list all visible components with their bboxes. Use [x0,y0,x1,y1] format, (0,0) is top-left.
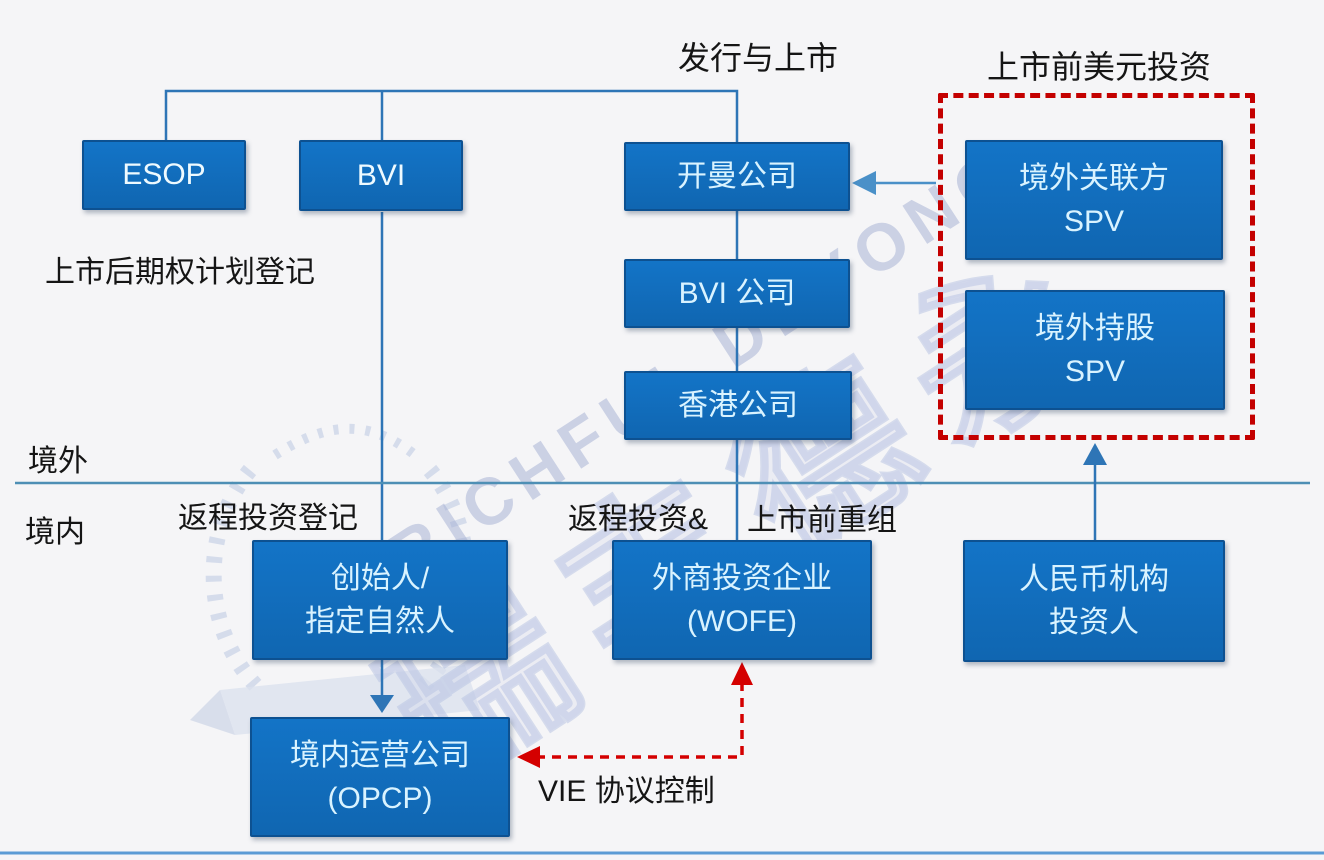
box-offshore-holding-spv: 境外持股 SPV [965,290,1225,410]
label-pre-ipo-usd-investment: 上市前美元投资 [987,49,1212,85]
label-offshore: 境外 [28,445,88,478]
box-cayman-company-label: 开曼公司 [677,159,797,193]
box-bvi-company: BVI 公司 [624,259,850,328]
box-opco: 境内运营公司 (OPCP) [250,717,510,837]
box-rmb-investor: 人民币机构 投资人 [963,540,1225,662]
founder-to-opco-arrow [370,658,394,713]
box-offshore-affiliate-spv: 境外关联方 SPV [965,140,1223,260]
box-opco-line1: 境内运营公司 [290,738,470,772]
box-cayman-company: 开曼公司 [624,142,850,211]
box-opco-line2: (OPCP) [327,782,433,815]
box-bvi: BVI [299,140,463,211]
label-post-ipo-esop-registration: 上市后期权计划登记 [45,256,315,289]
box-offshore-holding-spv-line1: 境外持股 [1035,311,1155,345]
box-offshore-affiliate-spv-line1: 境外关联方 [1019,161,1169,195]
box-bvi-company-label: BVI 公司 [678,276,796,310]
box-founder: 创始人/ 指定自然人 [252,540,508,660]
box-wofe-line1: 外商投资企业 [652,561,832,595]
label-round-trip-investment-registration: 返程投资登记 [178,502,358,535]
box-founder-line1: 创始人/ [330,561,430,595]
pre-ipo-usd-investment-frame [938,93,1255,440]
box-hk-company: 香港公司 [624,371,852,440]
box-wofe: 外商投资企业 (WOFE) [612,540,872,660]
vie-control-arrow [517,662,753,768]
box-rmb-investor-line2: 投资人 [1049,606,1139,639]
box-hk-company-label: 香港公司 [678,388,798,422]
rmb-to-usd-frame-arrow [1083,443,1107,540]
spv-to-cayman-arrow [852,171,936,195]
box-rmb-investor-line1: 人民币机构 [1019,562,1169,596]
label-pre-ipo-restructuring: 上市前重组 [747,504,897,537]
label-vie-control: VIE 协议控制 [538,775,715,808]
box-founder-line2: 指定自然人 [305,605,455,638]
box-esop-label: ESOP [122,158,206,192]
label-issue-and-listing: 发行与上市 [678,40,839,76]
box-offshore-affiliate-spv-line2: SPV [1063,205,1125,238]
box-esop: ESOP [82,140,246,210]
label-round-trip-investment: 返程投资& [568,503,709,536]
box-bvi-label: BVI [356,158,406,192]
box-wofe-line2: (WOFE) [687,605,797,638]
top-tree-connector [164,89,739,142]
box-offshore-holding-spv-line2: SPV [1064,355,1126,388]
label-onshore: 境内 [25,516,85,549]
